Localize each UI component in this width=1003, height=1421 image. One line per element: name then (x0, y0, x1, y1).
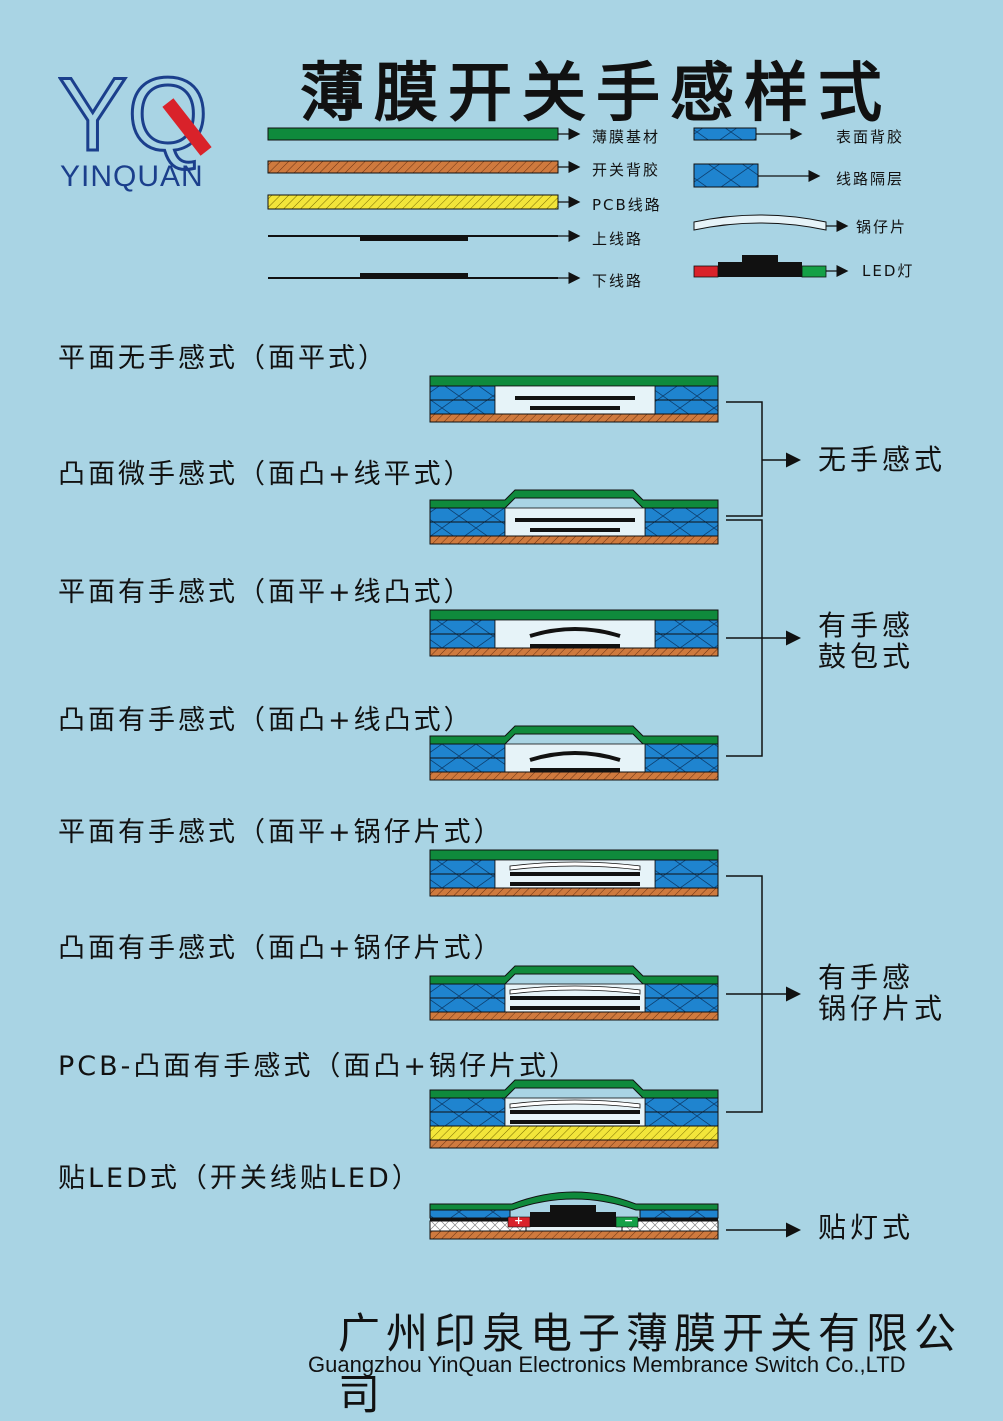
membrane-layer (429, 849, 719, 861)
lower-circuit (510, 1120, 640, 1124)
bracket-no-feel (726, 401, 763, 517)
section-diagram-7 (429, 1079, 719, 1149)
upper-circuit-arc (529, 627, 621, 638)
led-lamp (530, 1205, 616, 1227)
section-label-2: 凸面微手感式（面凸+线平式） (58, 459, 474, 490)
lower-circuit (530, 644, 620, 648)
lower-circuit (510, 882, 640, 886)
membrane-layer (429, 489, 719, 509)
upper-circuit (510, 996, 640, 1000)
page-title: 薄膜开关手感样式 (300, 57, 892, 131)
switch-adhesive (429, 1011, 719, 1021)
upper-circuit (510, 1110, 640, 1114)
diagrams (429, 375, 719, 1240)
legend-label-surface: 表面背胶 (836, 128, 905, 146)
section-label-6: 凸面有手感式（面凸+锅仔片式） (58, 933, 504, 964)
lower-circuit (530, 528, 620, 532)
upper-circuit (515, 396, 635, 400)
section-diagram-8 (429, 1191, 719, 1240)
switch-adhesive (429, 413, 719, 423)
legend-label-adhesive: 开关背胶 (592, 161, 661, 179)
group-brackets (726, 401, 801, 1238)
group-label-bulge: 有手感 鼓包式 (818, 609, 915, 673)
led-plus-mark: + (514, 1214, 524, 1227)
pcb-layer (429, 1125, 719, 1141)
legend-lower-circuit (268, 273, 558, 279)
company-name-cn: 广州印泉电子薄膜开关有限公司 (338, 1309, 963, 1419)
led-minus-mark: − (624, 1214, 634, 1227)
legend-label-dome: 锅仔片 (856, 218, 908, 236)
surface-adhesive (639, 1209, 719, 1219)
section-diagram-1 (429, 375, 719, 423)
legend-label-led: LED灯 (862, 262, 915, 280)
legend-label-spacer: 线路隔层 (836, 170, 905, 188)
lower-circuit (510, 1006, 640, 1010)
legend-switch-adhesive (267, 160, 559, 174)
section-diagram-4 (429, 725, 719, 781)
legend-metal-dome (693, 214, 827, 231)
legend-label-lower: 下线路 (592, 272, 644, 290)
legend-led-lamp (693, 255, 827, 278)
section-label-4: 凸面有手感式（面凸+线凸式） (58, 705, 474, 736)
legend-label-pcb: PCB线路 (592, 196, 662, 214)
membrane-layer (429, 375, 719, 387)
switch-adhesive (429, 887, 719, 897)
upper-circuit-arc (529, 751, 621, 762)
legend-pcb-circuit (267, 194, 559, 210)
section-label-1: 平面无手感式（面平式） (58, 343, 388, 374)
section-diagram-2 (429, 489, 719, 545)
section-diagram-6 (429, 965, 719, 1021)
cavity (494, 619, 656, 649)
membrane-layer (429, 609, 719, 621)
legend-label-upper: 上线路 (592, 230, 644, 248)
group-label-no-feel: 无手感式 (818, 443, 947, 476)
led-plus-pad (507, 1216, 531, 1228)
section-diagram-5 (429, 849, 719, 897)
led-minus-pad (615, 1216, 639, 1228)
metal-dome (509, 861, 641, 871)
section-diagram-3 (429, 609, 719, 657)
switch-adhesive (429, 1139, 719, 1149)
upper-circuit (515, 518, 635, 522)
surface-adhesive (429, 1209, 511, 1219)
switch-adhesive (429, 1230, 719, 1240)
metal-dome (509, 985, 641, 995)
legend-upper-circuit (268, 235, 558, 241)
company-name-en: Guangzhou YinQuan Electronics Membrance … (308, 1352, 906, 1377)
section-label-3: 平面有手感式（面平+线凸式） (58, 577, 474, 608)
section-label-8: 贴LED式（开关线贴LED） (58, 1163, 422, 1194)
switch-adhesive (429, 647, 719, 657)
logo-name: YINQUAN (60, 160, 204, 193)
section-label-7: PCB-凸面有手感式（面凸+锅仔片式） (58, 1051, 580, 1082)
switch-adhesive (429, 535, 719, 545)
cavity (504, 743, 646, 773)
legend-label-membrane: 薄膜基材 (592, 128, 661, 146)
group-label-led: 贴灯式 (818, 1211, 915, 1244)
switch-adhesive (429, 771, 719, 781)
yinquan-logo: YQ (58, 62, 212, 175)
logo-red-slash (162, 98, 212, 156)
legend-circuit-spacer (693, 163, 759, 188)
section-label-5: 平面有手感式（面平+锅仔片式） (58, 817, 504, 848)
upper-circuit (510, 872, 640, 876)
membrane-layer (429, 965, 719, 985)
lower-circuit (530, 406, 620, 410)
lower-circuit (530, 768, 620, 772)
legend-right (693, 127, 849, 278)
metal-dome (509, 1099, 641, 1109)
group-label-dome: 有手感 锅仔片式 (818, 961, 947, 1025)
legend-left (267, 127, 581, 284)
